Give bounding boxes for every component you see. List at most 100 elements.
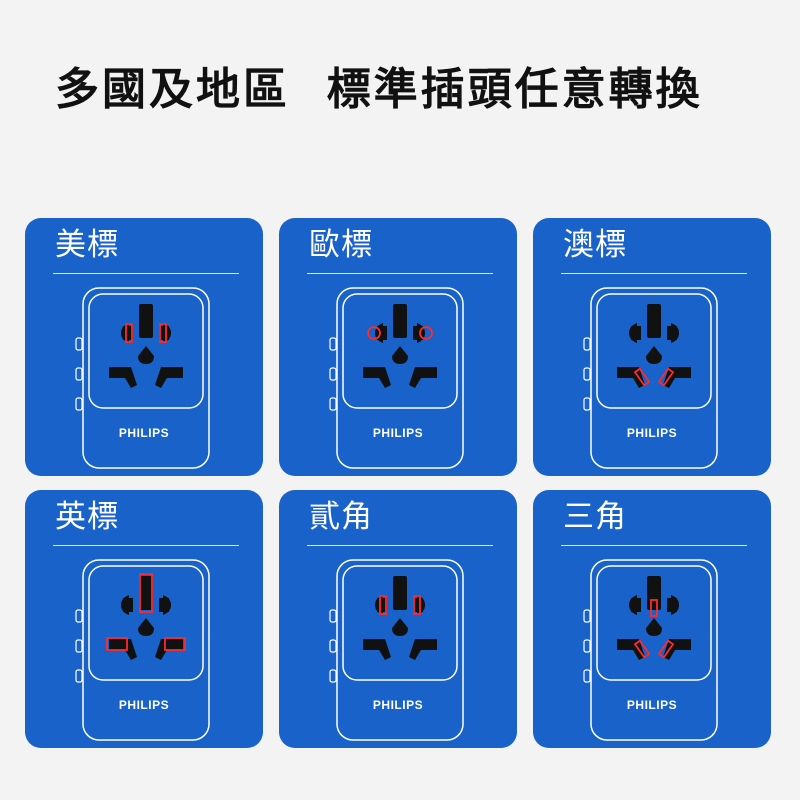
highlight-right-pin — [419, 326, 433, 340]
side-slider-tab — [329, 669, 337, 683]
side-slider-tab — [329, 639, 337, 653]
ground-hole — [646, 346, 662, 364]
brand-label: PHILIPS — [372, 698, 424, 712]
socket-holes — [109, 576, 183, 660]
highlight-right-blade — [413, 595, 421, 615]
adapter-socket-icon — [75, 287, 210, 469]
side-slider-tab — [583, 669, 591, 683]
card-divider — [53, 273, 239, 274]
top-slot — [647, 576, 661, 610]
left-slot — [123, 598, 133, 612]
top-slot — [647, 304, 661, 338]
card-divider — [561, 273, 747, 274]
card-title: 歐標 — [309, 227, 373, 263]
side-slider-tab — [75, 337, 83, 351]
highlight-marks — [379, 595, 421, 615]
socket-face — [88, 565, 204, 681]
brand-label: PHILIPS — [372, 426, 424, 440]
highlight-marks — [125, 323, 167, 343]
highlight-right-angled — [657, 367, 675, 387]
highlight-earth-pin — [650, 599, 658, 617]
right-slot — [667, 598, 677, 612]
right-slot — [413, 598, 423, 612]
plug-card-us: 美標 PHILIPS — [25, 218, 263, 476]
plug-card-au: 澳標 PHILIPS — [533, 218, 771, 476]
ground-hole — [646, 618, 662, 636]
right-slot — [159, 326, 169, 340]
adapter-outline — [82, 287, 210, 469]
plug-card-eu: 歐標 PHILIPS — [279, 218, 517, 476]
left-slot — [377, 326, 387, 340]
side-slider-tab — [329, 337, 337, 351]
socket-face — [342, 565, 458, 681]
highlight-left-pin — [367, 326, 381, 340]
left-slot — [631, 326, 641, 340]
lower-right-slot — [409, 367, 437, 388]
right-slot — [413, 326, 423, 340]
highlight-marks — [367, 326, 433, 340]
side-slider-tab — [75, 367, 83, 381]
socket-face — [596, 565, 712, 681]
side-slider-tab — [329, 367, 337, 381]
lower-left-slot — [363, 367, 391, 388]
lower-left-slot — [109, 367, 137, 388]
side-slider-tab — [75, 639, 83, 653]
highlight-right-blade — [159, 323, 167, 343]
ground-hole — [138, 618, 154, 636]
socket-holes — [109, 304, 183, 388]
lower-right-slot — [663, 639, 691, 660]
highlight-marks — [106, 573, 186, 651]
brand-label: PHILIPS — [118, 698, 170, 712]
lower-right-slot — [409, 639, 437, 660]
adapter-outline — [590, 559, 718, 741]
card-divider — [307, 273, 493, 274]
highlight-marks — [633, 599, 675, 659]
socket-face — [88, 293, 204, 409]
adapter-socket-icon — [329, 287, 464, 469]
socket-face — [342, 293, 458, 409]
top-slot — [393, 304, 407, 338]
lower-right-slot — [155, 367, 183, 388]
card-divider — [53, 545, 239, 546]
socket-holes — [617, 576, 691, 660]
card-title: 澳標 — [563, 227, 627, 263]
side-slider-tab — [75, 609, 83, 623]
plug-card-two-pin: 貳角 PHILIPS — [279, 490, 517, 748]
highlight-left-angled — [633, 367, 651, 387]
adapter-outline — [590, 287, 718, 469]
card-title: 三角 — [563, 499, 627, 535]
side-slider-tab — [583, 337, 591, 351]
plug-card-uk: 英標 PHILIPS — [25, 490, 263, 748]
brand-label: PHILIPS — [626, 698, 678, 712]
adapter-socket-icon — [583, 559, 718, 741]
highlight-earth-blade — [139, 573, 153, 613]
socket-holes — [617, 304, 691, 388]
adapter-outline — [336, 287, 464, 469]
side-slider-tab — [583, 609, 591, 623]
card-title: 美標 — [55, 227, 119, 263]
lower-right-slot — [663, 367, 691, 388]
right-slot — [159, 598, 169, 612]
side-slider-tab — [329, 609, 337, 623]
socket-holes — [363, 576, 437, 660]
lower-left-slot — [617, 639, 645, 660]
adapter-socket-icon — [583, 287, 718, 469]
top-slot — [139, 304, 153, 338]
ground-hole — [138, 346, 154, 364]
highlight-left-bar — [106, 637, 128, 651]
side-slider-tab — [583, 639, 591, 653]
highlight-left-blade — [125, 323, 133, 343]
highlight-right-bar — [164, 637, 186, 651]
adapter-socket-icon — [75, 559, 210, 741]
side-slider-tab — [583, 367, 591, 381]
side-slider-tab — [75, 669, 83, 683]
top-slot — [139, 576, 153, 610]
ground-hole — [392, 618, 408, 636]
left-slot — [631, 598, 641, 612]
side-slider-tab — [583, 397, 591, 411]
highlight-right-angled — [657, 639, 675, 659]
side-slider-tab — [329, 397, 337, 411]
adapter-socket-icon — [329, 559, 464, 741]
brand-label: PHILIPS — [118, 426, 170, 440]
socket-holes — [363, 304, 437, 388]
